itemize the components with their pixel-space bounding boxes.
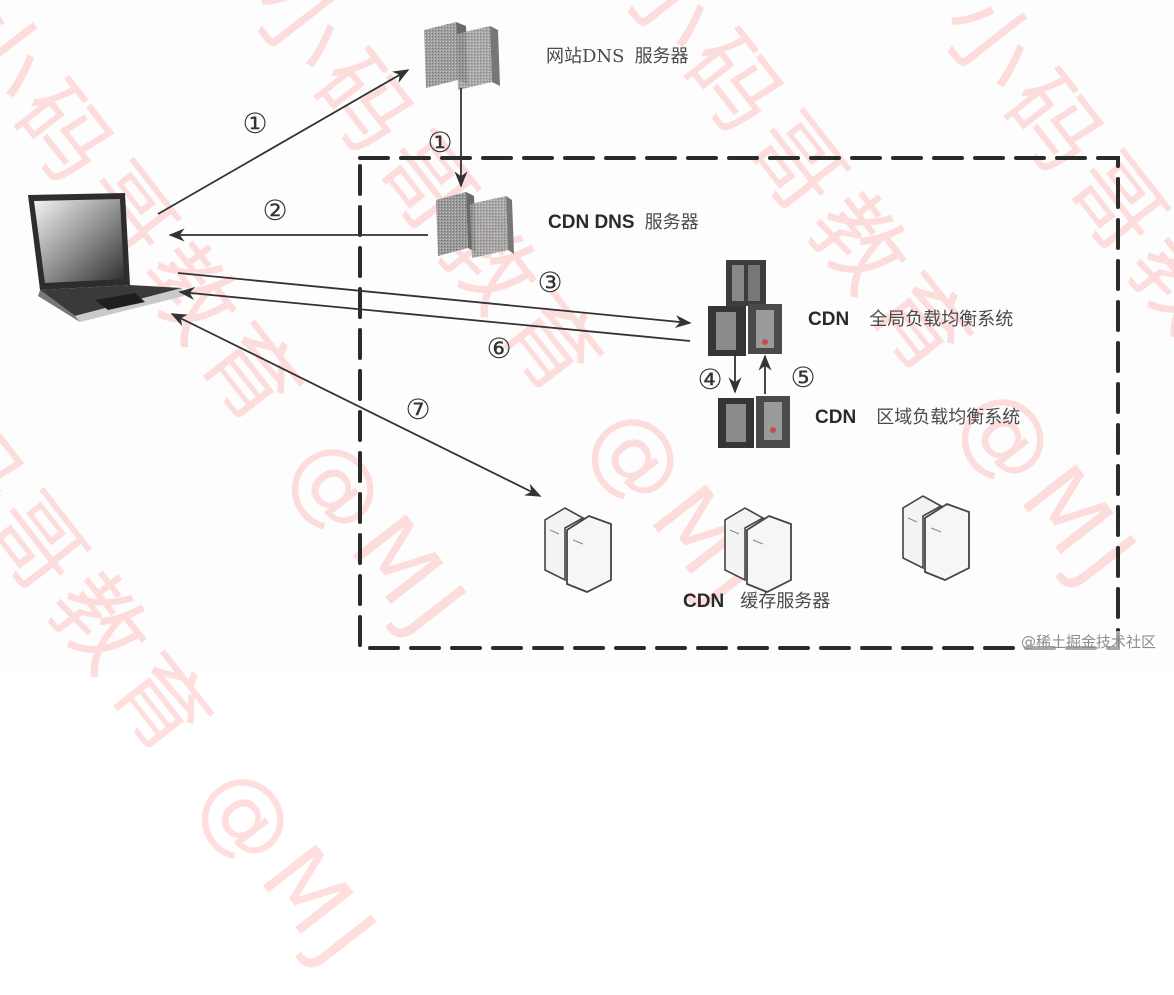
- arrow-step-1a: [157, 69, 410, 215]
- global-lb-label: CDN 全局负载均衡系统: [808, 309, 1014, 330]
- step-6-badge: ⑥: [486, 332, 512, 365]
- global-lb-server-icon: [708, 260, 782, 356]
- step-1b-badge: ①: [427, 126, 453, 159]
- arrow-step-3: [177, 272, 692, 329]
- diagram-svg: [28, 22, 1120, 650]
- arrow-step-7: [170, 313, 542, 497]
- credit-text: @稀土掘金技术社区: [1020, 631, 1156, 652]
- step-3-badge: ③: [537, 266, 563, 299]
- step-1a-badge: ①: [242, 107, 268, 140]
- step-2-badge: ②: [262, 194, 288, 227]
- regional-lb-label: CDN 区域负载均衡系统: [815, 407, 1021, 428]
- cache-label: CDN 缓存服务器: [683, 591, 831, 612]
- cdn-dns-label: CDN DNS 服务器: [548, 212, 699, 233]
- step-5-badge: ⑤: [790, 361, 816, 394]
- cache-server-icon: [724, 507, 792, 593]
- arrow-step-6: [178, 286, 691, 342]
- regional-lb-server-icon: [718, 396, 790, 448]
- cdn-dns-server-icon: [436, 192, 514, 258]
- cache-server-icon: [902, 495, 970, 581]
- cache-server-icon: [544, 507, 612, 593]
- site-dns-label: 网站DNS 服务器: [546, 46, 689, 67]
- site-dns-server-icon: [424, 22, 500, 90]
- step-4-badge: ④: [697, 363, 723, 396]
- laptop-icon: [28, 193, 184, 322]
- step-7-badge: ⑦: [405, 393, 431, 426]
